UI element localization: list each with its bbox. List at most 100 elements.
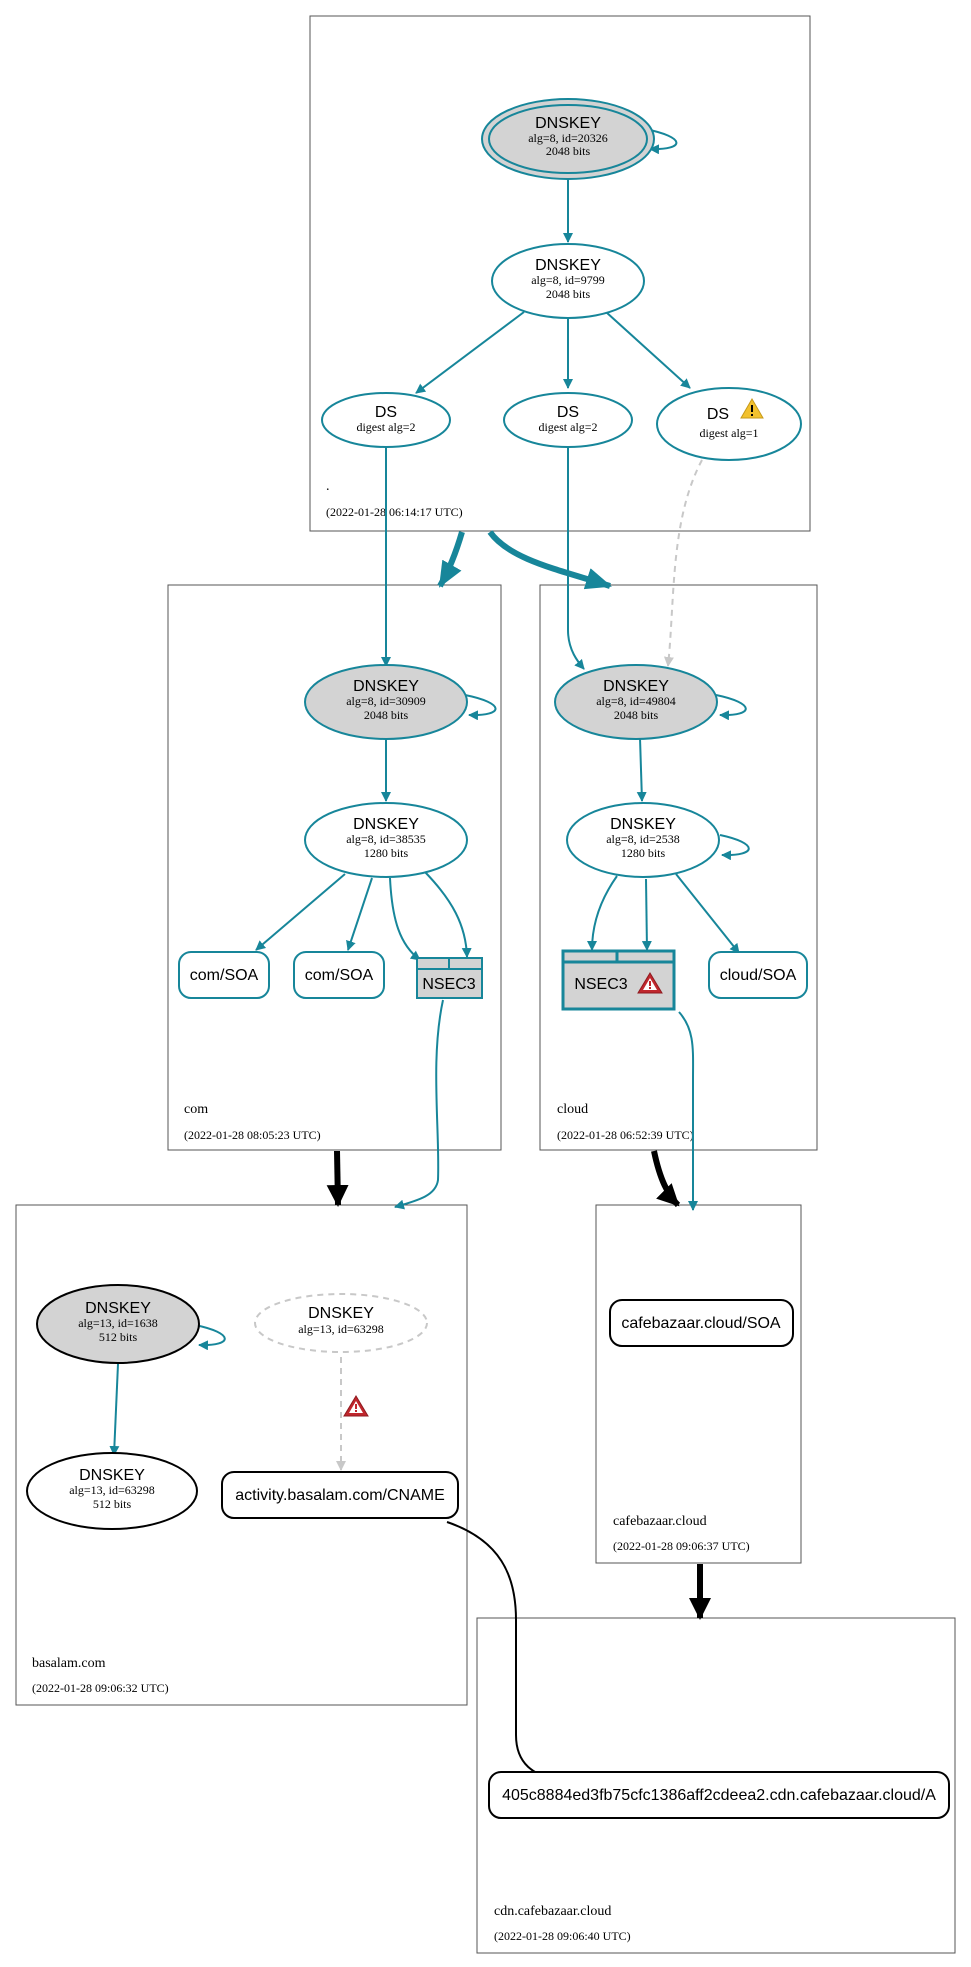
node-title: DNSKEY: [85, 1300, 151, 1317]
node-title: DNSKEY: [535, 257, 601, 274]
edge-basalam-ksk-zsk: [109, 1363, 120, 1456]
com-ksk-dnskey[interactable]: DNSKEY alg=8, id=30909 2048 bits: [304, 664, 468, 740]
node-line2: 2048 bits: [546, 144, 591, 158]
zone-name: cloud: [557, 1102, 588, 1117]
node-label: NSEC3: [422, 976, 475, 993]
node-line2: 512 bits: [99, 1330, 138, 1344]
error-icon: [637, 972, 663, 994]
basalam-missing-dnskey[interactable]: DNSKEY alg=13, id=63298: [254, 1293, 428, 1353]
error-icon: [343, 1395, 369, 1417]
warning-icon: [740, 398, 764, 419]
zone-timestamp: (2022-01-28 09:06:37 UTC): [613, 1539, 750, 1553]
node-line1: digest alg=2: [538, 420, 597, 434]
node-line1: alg=8, id=9799: [531, 273, 605, 287]
edge-com-zsk-soa2: [346, 877, 373, 951]
node-title: DNSKEY: [610, 816, 676, 833]
node-line1: alg=8, id=49804: [596, 694, 676, 708]
node-line1: digest alg=2: [356, 420, 415, 434]
edge-cloud-ksk-self: [715, 694, 747, 721]
edge-com-zsk-soa1: [255, 873, 346, 951]
edge-cloud-zsk-self: [719, 834, 750, 861]
node-title: DNSKEY: [353, 816, 419, 833]
root-ds-3[interactable]: DS digest alg=1: [656, 387, 802, 461]
cafebazaar-soa[interactable]: cafebazaar.cloud/SOA: [609, 1299, 794, 1347]
node-label: com/SOA: [190, 967, 259, 984]
edge-delegation-com-basalam: [326, 1150, 349, 1207]
edge-ds2-cloud-ksk: [567, 447, 585, 670]
edge-com-zsk-nsec3-a: [389, 877, 421, 961]
zone-name: cdn.cafebazaar.cloud: [494, 1904, 611, 1919]
zone-timestamp: (2022-01-28 08:05:23 UTC): [184, 1128, 321, 1142]
edge-delegation-root-com: [437, 531, 465, 588]
node-label: com/SOA: [305, 967, 374, 984]
basalam-zsk-dnskey[interactable]: DNSKEY alg=13, id=63298 512 bits: [26, 1452, 198, 1530]
node-label: activity.basalam.com/CNAME: [235, 1487, 445, 1504]
node-line1: digest alg=1: [699, 426, 758, 440]
cloud-soa[interactable]: cloud/SOA: [708, 951, 808, 999]
edges: [109, 128, 750, 1783]
zone-timestamp: (2022-01-28 09:06:40 UTC): [494, 1929, 631, 1943]
edge-delegation-root-cloud: [487, 530, 612, 590]
node-title: DNSKEY: [308, 1305, 374, 1322]
node-title: DNSKEY: [353, 678, 419, 695]
node-line1: alg=8, id=20326: [528, 131, 608, 145]
edge-root-zsk-ds1: [415, 311, 525, 394]
edge-cloud-zsk-nsec3-b: [641, 878, 652, 951]
node-title: DS: [707, 406, 729, 423]
zone-name: cafebazaar.cloud: [613, 1514, 707, 1529]
cloud-zsk-dnskey[interactable]: DNSKEY alg=8, id=2538 1280 bits: [566, 802, 720, 878]
node-line1: alg=13, id=63298: [298, 1322, 384, 1336]
zone-name: .: [326, 479, 330, 494]
node-title: DNSKEY: [535, 115, 601, 132]
zone-name: com: [184, 1102, 208, 1117]
node-line2: 512 bits: [93, 1497, 132, 1511]
node-line1: alg=8, id=38535: [346, 832, 426, 846]
root-ds-2[interactable]: DS digest alg=2: [503, 392, 633, 448]
edge-cloud-zsk-soa: [675, 873, 740, 954]
root-ds-1[interactable]: DS digest alg=2: [321, 392, 451, 448]
node-line1: alg=13, id=63298: [69, 1483, 155, 1497]
node-label: cafebazaar.cloud/SOA: [621, 1315, 781, 1332]
edge-cloud-nsec3-cafebazaar: [678, 1011, 698, 1211]
basalam-ksk-dnskey[interactable]: DNSKEY alg=13, id=1638 512 bits: [36, 1284, 200, 1364]
edge-root-zsk-ds3: [605, 311, 691, 389]
node-line1: alg=8, id=2538: [606, 832, 680, 846]
edge-root-ksk-self: [644, 128, 678, 155]
com-soa-1[interactable]: com/SOA: [178, 951, 270, 999]
cloud-nsec3[interactable]: NSEC3: [561, 949, 676, 1011]
com-soa-2[interactable]: com/SOA: [293, 951, 385, 999]
edge-cloud-ksk-zsk: [636, 737, 647, 802]
cloud-ksk-dnskey[interactable]: DNSKEY alg=8, id=49804 2048 bits: [554, 664, 718, 740]
node-title: DS: [375, 404, 397, 421]
node-line2: 2048 bits: [364, 708, 409, 722]
node-line2: 2048 bits: [614, 708, 659, 722]
root-zsk-dnskey[interactable]: DNSKEY alg=8, id=9799 2048 bits: [491, 243, 645, 319]
cdn-a-record[interactable]: 405c8884ed3fb75cfc1386aff2cdeea2.cdn.caf…: [488, 1771, 950, 1819]
zone-name: basalam.com: [32, 1656, 106, 1671]
edge-delegation-cloud-cafebazaar: [651, 1150, 681, 1208]
root-ksk-dnskey[interactable]: DNSKEY alg=8, id=20326 2048 bits: [481, 98, 655, 180]
edge-com-nsec3-basalam: [394, 999, 444, 1210]
edge-com-zsk-nsec3-b: [424, 871, 472, 958]
edge-com-ksk-self: [464, 694, 497, 721]
zone-timestamp: (2022-01-28 06:14:17 UTC): [326, 505, 463, 519]
com-nsec3[interactable]: NSEC3: [416, 957, 483, 999]
node-title: DNSKEY: [603, 678, 669, 695]
basalam-cname[interactable]: activity.basalam.com/CNAME: [221, 1471, 459, 1519]
zone-cafebazaar: cafebazaar.cloud (2022-01-28 09:06:37 UT…: [595, 1204, 802, 1564]
node-label: cloud/SOA: [720, 967, 797, 984]
node-line2: 1280 bits: [364, 846, 409, 860]
node-title: DNSKEY: [79, 1467, 145, 1484]
zone-timestamp: (2022-01-28 06:52:39 UTC): [557, 1128, 694, 1142]
edge-cloud-zsk-nsec3-a: [587, 875, 618, 951]
node-label: 405c8884ed3fb75cfc1386aff2cdeea2.cdn.caf…: [502, 1787, 936, 1804]
node-line2: 1280 bits: [621, 846, 666, 860]
edge-basalam-ksk-self: [194, 1324, 226, 1351]
node-line1: alg=13, id=1638: [78, 1316, 158, 1330]
node-title: DS: [557, 404, 579, 421]
node-line2: 2048 bits: [546, 287, 591, 301]
com-zsk-dnskey[interactable]: DNSKEY alg=8, id=38535 1280 bits: [304, 802, 468, 878]
node-label: NSEC3: [574, 976, 627, 993]
node-line1: alg=8, id=30909: [346, 694, 426, 708]
